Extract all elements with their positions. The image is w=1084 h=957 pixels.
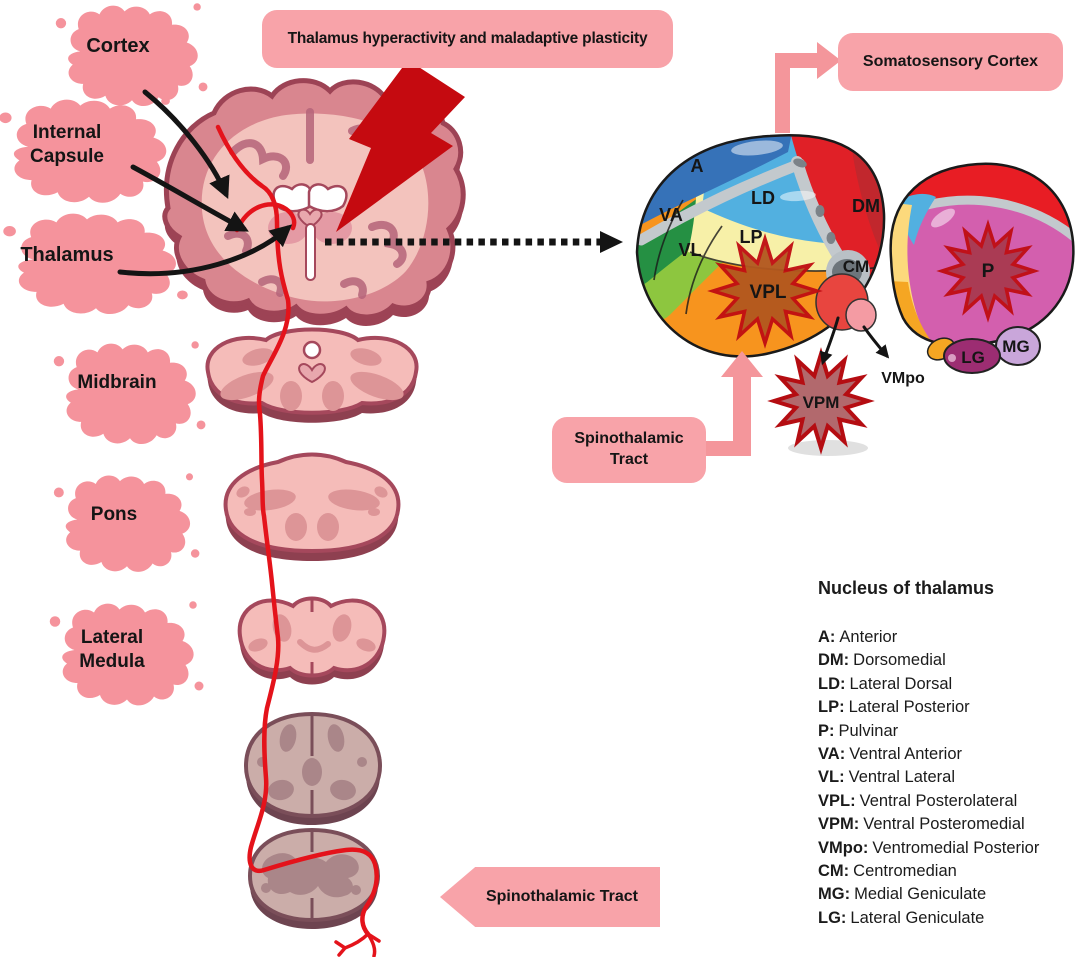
pons-section	[223, 452, 401, 561]
nucleus-lg-region	[943, 338, 1001, 374]
pons-details	[236, 486, 388, 541]
banner-thalamus-hyperactivity: Thalamus hyperactivity and maladaptive p…	[262, 10, 673, 68]
internal-capsule-label: Internal Capsule	[30, 122, 104, 167]
gray-matter-patches	[257, 724, 367, 801]
nucleus-label-lg: LG	[961, 348, 985, 367]
legend-entry: LP:Lateral Posterior	[818, 698, 970, 717]
vpm-vmpo-arrows	[819, 316, 890, 366]
vpl-starburst	[707, 233, 823, 349]
midbrain-label: Midbrain	[77, 372, 157, 393]
right-cap-region	[890, 163, 1074, 240]
legend-entry: CM:Centromedian	[818, 862, 957, 881]
dotted-arrow	[325, 231, 623, 253]
medulla-section	[237, 596, 387, 685]
nucleus-label-lp: LP	[739, 227, 762, 247]
legend-entries: A:Anterior DM:Dorsomedial LD:Lateral Dor…	[818, 626, 1084, 930]
legend-entry: VPM:Ventral Posteromedial	[818, 815, 1025, 834]
spinothalamic-tract-arrow-label: Spinothalamic Tract	[440, 867, 660, 927]
internal-capsule-arrow	[130, 164, 249, 232]
thalamus-label: Thalamus	[20, 244, 114, 266]
nucleus-label-vl: VL	[678, 240, 701, 260]
legend-title: Nucleus of thalamus	[818, 578, 995, 598]
lateral-medula-label: Lateral Medula	[79, 627, 145, 672]
ventricles	[268, 183, 352, 281]
legend-entry: A:Anterior	[818, 628, 898, 646]
legend-entry: VPL:Ventral Posterolateral	[818, 791, 1018, 810]
nucleus-dm-region	[782, 135, 885, 352]
legend-entry: LD:Lateral Dorsal	[818, 674, 953, 693]
nucleus-label-vpm: VPM	[803, 393, 840, 412]
midbrain-section	[205, 327, 419, 423]
pink-arrow-spinothalamic	[704, 351, 763, 456]
gray-matter-blotch	[262, 853, 359, 898]
legend-entry: MG:Medial Geniculate	[818, 885, 987, 904]
region-label-blobs	[0, 3, 208, 706]
somatosensory-cortex-box: Somatosensory Cortex	[838, 33, 1063, 91]
nuclei-labels: A VA VL LD LP VPL DM CM P LG MG VPM VMpo	[659, 156, 1030, 412]
spinothalamic-tract-box: Spinothalamic Tract	[552, 417, 706, 483]
nucleus-label-p: P	[982, 261, 995, 282]
thalamus-nuclei-left-body	[635, 133, 886, 358]
nucleus-legend: Nucleus of thalamus A:Anterior DM:Dorsom…	[818, 578, 1084, 930]
nucleus-label-mg: MG	[1002, 337, 1029, 356]
legend-entry: LG:Lateral Geniculate	[818, 908, 985, 927]
nucleus-label-ld: LD	[751, 188, 775, 208]
legend-entry: P:Pulvinar	[818, 721, 899, 740]
cortex-arrow	[142, 89, 230, 200]
thalamus-arrow	[117, 224, 293, 277]
gyri-lines	[224, 108, 407, 299]
p-starburst	[936, 219, 1040, 323]
thalamus-nuclei-right-body	[889, 162, 1075, 374]
nucleus-label-dm: DM	[852, 196, 880, 216]
nucleus-label-vpl: VPL	[750, 282, 787, 303]
legend-entry: VA:Ventral Anterior	[818, 745, 963, 764]
legend-entry: VMpo:Ventromedial Posterior	[818, 838, 1040, 857]
nucleus-label-cm: CM	[843, 257, 869, 276]
pink-arrow-somatosensory	[775, 42, 841, 133]
medullary-lamina	[637, 158, 806, 246]
spinal-section-upper	[243, 711, 383, 825]
cortex-label: Cortex	[86, 35, 150, 57]
nucleus-label-vmpo: VMpo	[881, 370, 925, 387]
legend-entry: VL:Ventral Lateral	[818, 768, 955, 787]
nucleus-label-va: VA	[659, 205, 683, 225]
lightning-bolt-icon	[336, 60, 465, 232]
vmpo-circle	[845, 298, 877, 332]
label-pointer-arrows	[117, 89, 293, 277]
vpm-starburst	[767, 347, 875, 456]
pons-label: Pons	[90, 504, 138, 525]
nucleus-label-a: A	[691, 156, 704, 176]
spinal-section-lower	[247, 827, 381, 929]
legend-entry: DM:Dorsomedial	[818, 651, 946, 670]
